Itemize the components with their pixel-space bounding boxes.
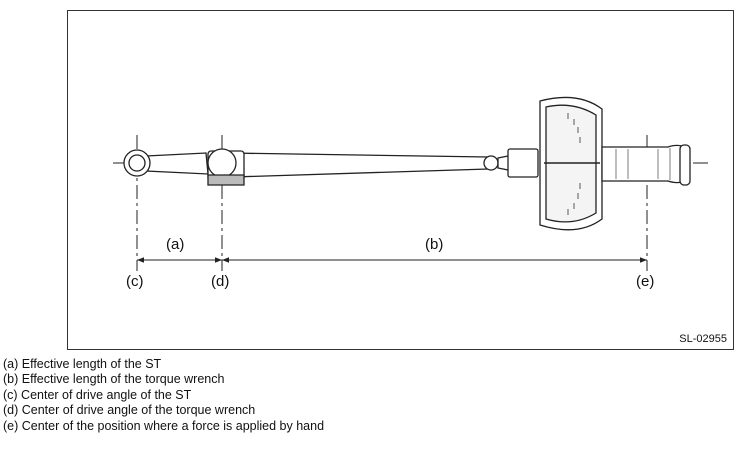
wrench-collar [507, 148, 539, 178]
grip-ribs [615, 148, 671, 180]
legend-item-e: (e) Center of the position where a force… [3, 418, 325, 433]
dimension-label-d: (d) [211, 273, 230, 290]
wrench-drive-head [207, 148, 237, 178]
dimension-label-c: (c) [126, 273, 144, 290]
wrench-beam [227, 152, 489, 178]
st-bar [145, 152, 209, 175]
legend-item-b: (b) Effective length of the torque wrenc… [3, 372, 225, 387]
st-ring-inner [128, 154, 146, 172]
special-tool [123, 149, 209, 177]
dimension-label-b: (b) [425, 236, 444, 253]
torque-wrench-figure: (a) (b) (c) (d) (e) SL-02955 [67, 10, 734, 350]
wrench-grip-end [679, 144, 691, 186]
figure-code: SL-02955 [679, 333, 727, 345]
legend-item-c: (c) Center of drive angle of the ST [3, 387, 192, 402]
legend-item-d: (d) Center of drive angle of the torque … [3, 403, 256, 418]
legend: (a) Effective length of the ST (b) Effec… [3, 357, 324, 434]
wrench-head-base [207, 174, 245, 186]
dimension-label-a: (a) [166, 236, 185, 253]
torque-wrench-drawing [113, 96, 708, 271]
torque-wrench [207, 96, 691, 231]
legend-item-a: (a) Effective length of the ST [3, 357, 162, 371]
dimension-label-e: (e) [636, 273, 655, 290]
dial-ticks [567, 113, 581, 215]
wrench-grip [601, 144, 689, 184]
wrench-ball-joint [483, 155, 499, 171]
